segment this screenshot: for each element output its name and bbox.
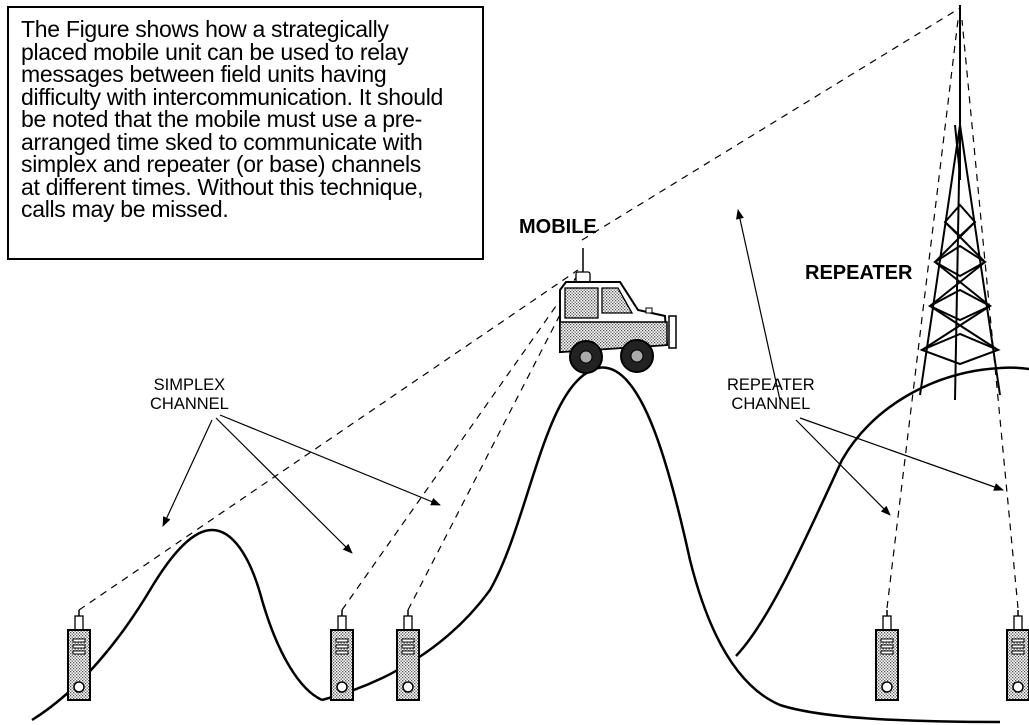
middle-hill	[321, 366, 1001, 724]
mobile-repeater-path	[581, 7, 961, 241]
repeater-arrow-1	[795, 419, 891, 516]
repeater-tower-icon	[919, 5, 1001, 401]
repeater-label: REPEATER	[805, 262, 913, 284]
portable-radio-icon	[67, 609, 91, 701]
portable-radio-icon	[875, 609, 899, 701]
portable-radio-icon	[1006, 609, 1029, 701]
signal-path-2	[341, 271, 581, 611]
repeater-channel-label: REPEATER CHANNEL	[727, 376, 815, 413]
mobile-link-arrow	[736, 209, 781, 401]
right-hill	[735, 366, 1029, 657]
left-hill	[31, 528, 323, 722]
simplex-arrow-3	[219, 414, 441, 506]
simplex-arrow-2	[215, 417, 353, 554]
radio-paths	[78, 7, 1019, 611]
signal-path-3	[407, 271, 583, 611]
mobile-label: MOBILE	[519, 216, 597, 238]
signal-path-1	[78, 269, 579, 611]
portable-radio-icon	[396, 609, 420, 701]
callout-arrows	[162, 209, 1004, 554]
portable-radio-icon	[330, 609, 354, 701]
mobile-vehicle-icon	[559, 248, 677, 374]
repeater-path-2	[961, 19, 1019, 609]
simplex-channel-label: SIMPLEX CHANNEL	[150, 376, 229, 413]
caption-box: The Figure shows how a strategically pla…	[7, 6, 484, 260]
repeater-arrow-2	[799, 417, 1004, 491]
simplex-arrow-1	[162, 419, 213, 527]
